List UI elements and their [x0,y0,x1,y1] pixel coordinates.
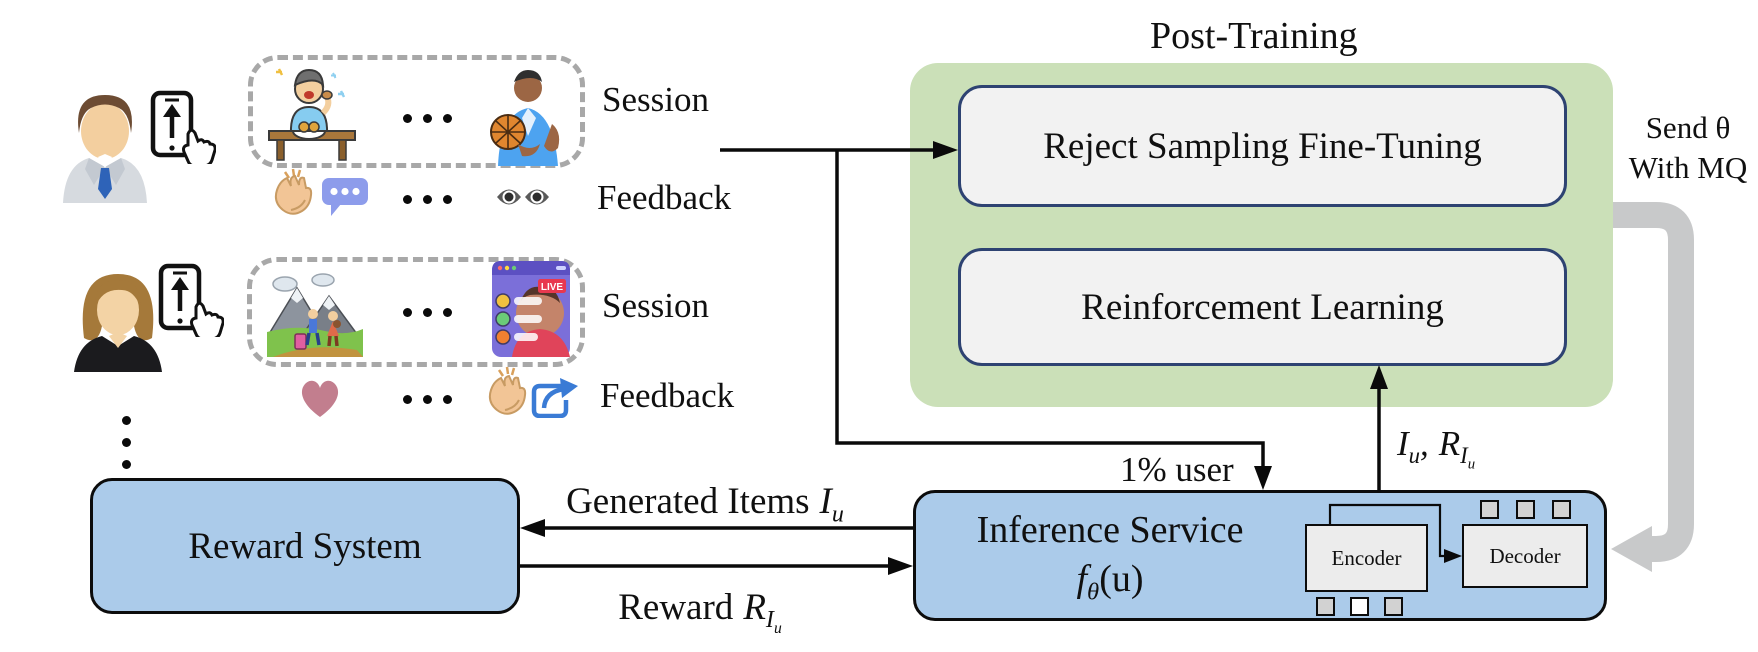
ellipsis [403,195,452,204]
share-icon [531,378,578,418]
phone-upload-icon [150,90,216,164]
woman-avatar [74,274,162,372]
reject-sampling-box: Reject Sampling Fine-Tuning [958,85,1567,207]
one-percent-user-label: 1% user [1120,450,1234,489]
feedback-1-label: Feedback [597,178,732,217]
send-theta-label: Send θ With MQ [1628,110,1748,185]
decoder-label: Decoder [1489,543,1561,568]
phone-upload-icon [158,263,224,337]
encoder-label: Encoder [1331,545,1402,570]
post-training-title: Post-Training [1150,15,1358,57]
session-1-box [248,55,585,168]
reward-system-box: Reward System [90,478,520,614]
reject-sampling-label: Reject Sampling Fine-Tuning [1043,125,1482,167]
chip-pin [1384,597,1403,616]
reinforcement-learning-box: Reinforcement Learning [958,248,1567,366]
feedback-2-label: Feedback [600,376,735,415]
comment-icon [322,178,368,216]
live-stream-image: LIVE [492,261,570,357]
chip-pin [1316,597,1335,616]
chip-pin [1480,500,1499,519]
iu-riu-label: Iu,RIu [1397,424,1476,473]
one-percent-user-arrowhead [1254,466,1272,490]
chip-pin [1552,500,1571,519]
generated-items-arrowhead [520,519,545,537]
ellipsis [403,308,452,317]
reinforcement-learning-label: Reinforcement Learning [1081,286,1444,328]
man-avatar [63,95,147,203]
clap-icon [274,168,313,215]
inference-service-label: Inference Service fθ(u) [913,506,1307,604]
reward-arrowhead [888,557,913,575]
chip-pin [1350,597,1369,616]
live-badge: LIVE [541,282,564,293]
clap-icon [488,366,527,415]
send-theta-pipe [1613,202,1694,562]
session-2-label: Session [602,286,709,325]
hiking-image [267,273,363,357]
f-theta-u-label: fθ(u) [1076,558,1144,606]
basketball-player-image [490,70,560,166]
session-2-box [247,257,585,367]
heart-icon [301,380,339,417]
vertical-ellipsis [122,416,131,469]
eyes-icon [497,189,549,205]
eating-person-image [268,68,356,161]
encoder-chip: Encoder [1305,524,1428,592]
ellipsis [403,395,452,404]
ellipsis [403,114,452,123]
reward-system-label: Reward System [188,525,422,567]
chip-pin [1516,500,1535,519]
send-theta-pipe-arrowhead [1611,526,1652,572]
decoder-chip: Decoder [1462,524,1588,588]
session-1-label: Session [602,80,709,119]
